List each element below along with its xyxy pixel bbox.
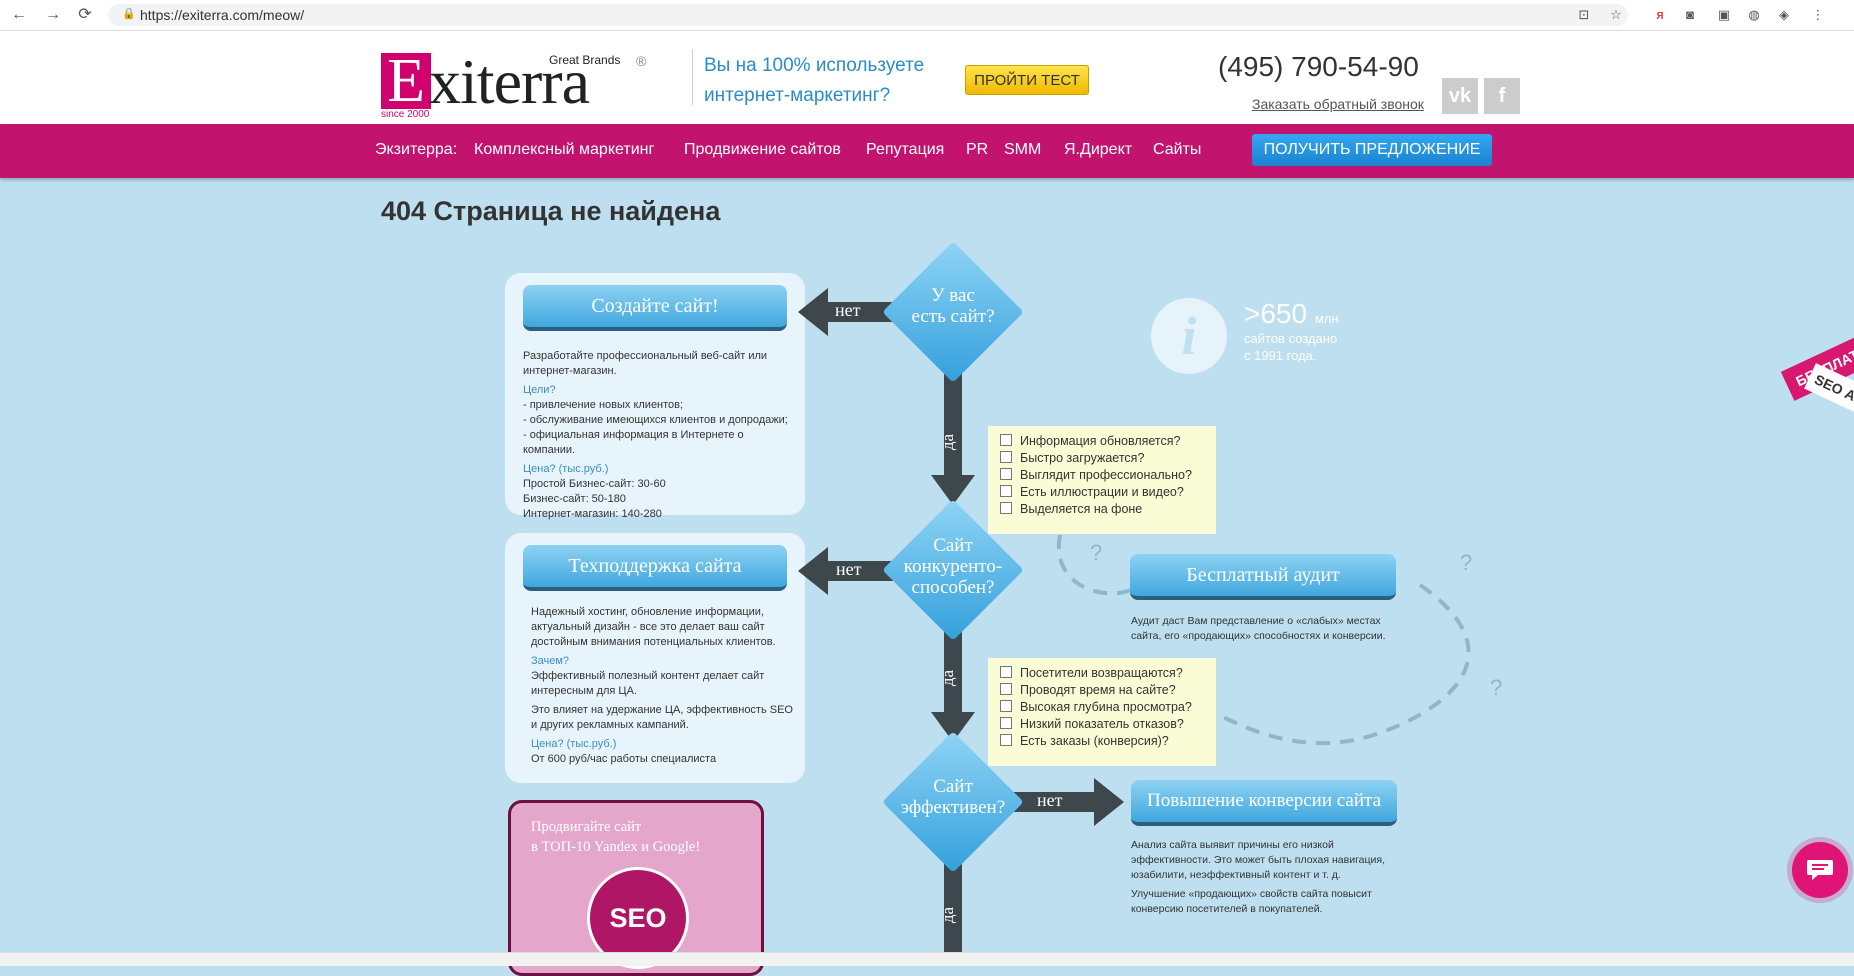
seo-promo-card[interactable]: Продвигайте сайт в ТОП-10 Yandex и Googl…	[508, 800, 764, 976]
flow-arrow-down	[944, 360, 962, 480]
support-text: Надежный хостинг, обновление информации,…	[531, 606, 793, 765]
url-text: https://exiterra.com/meow/	[140, 7, 305, 23]
header-divider	[692, 49, 693, 105]
chat-bubble-icon	[1807, 860, 1833, 880]
yes-label: да	[938, 669, 958, 687]
translate-icon[interactable]: ⊡	[1578, 7, 1590, 22]
info-subtitle: сайтов создано с 1991 года.	[1244, 331, 1338, 363]
no-label: нет	[836, 559, 862, 579]
checkbox[interactable]	[1000, 502, 1012, 514]
address-bar[interactable]: 🔒 https://exiterra.com/meow/	[108, 4, 1628, 26]
seo-promo-text: Продвигайте сайт в ТОП-10 Yandex и Googl…	[531, 819, 701, 855]
horizontal-scrollbar[interactable]	[0, 952, 1854, 966]
yes-label: да	[938, 906, 958, 924]
header-tagline[interactable]: Вы на 100% используете интернет-маркетин…	[704, 55, 925, 106]
question-mark: ?	[1090, 540, 1102, 565]
menu-item-sites[interactable]: Сайты	[1153, 141, 1202, 158]
menu-item-pr[interactable]: PR	[966, 141, 989, 158]
menu-label: Экзитерра:	[375, 141, 458, 158]
forward-icon[interactable]: →	[45, 6, 61, 23]
support-button[interactable]: Техподдержка сайта	[523, 545, 787, 591]
browser-toolbar: ← → ⟳ 🔒 https://exiterra.com/meow/ ⊡ ☆ я…	[0, 0, 1854, 31]
no-label: нет	[835, 300, 861, 320]
lock-icon: 🔒	[122, 8, 136, 20]
logo-since: since 2000	[381, 109, 430, 120]
vk-icon[interactable]: vk	[1442, 78, 1478, 114]
logo-great-brands: Great Brands	[549, 53, 621, 67]
menu-item-direct[interactable]: Я.Директ	[1064, 141, 1133, 158]
conversion-button[interactable]: Повышение конверсии сайта	[1131, 780, 1397, 826]
checkbox[interactable]	[1000, 434, 1012, 446]
menu-item-complex-marketing[interactable]: Комплексный маркетинг	[474, 141, 655, 158]
checkbox[interactable]	[1000, 666, 1012, 678]
goals-title: Цели?	[523, 384, 556, 396]
phone-number: (495) 790-54-90	[1218, 51, 1419, 82]
question-mark: ?	[1490, 675, 1502, 700]
conversion-text: Анализ сайта выявит причины его низкой э…	[1131, 839, 1385, 915]
facebook-icon[interactable]: f	[1484, 78, 1520, 114]
free-audit-button[interactable]: Бесплатный аудит	[1130, 554, 1396, 600]
question-competitive: Сайт конкуренто- способен?	[903, 535, 1003, 598]
flow-arrow-down	[944, 615, 962, 715]
checkbox[interactable]	[1000, 734, 1012, 746]
reload-icon[interactable]: ⟳	[78, 6, 92, 23]
menu-item-smm[interactable]: SMM	[1004, 141, 1042, 158]
checkbox[interactable]	[1000, 468, 1012, 480]
star-icon[interactable]: ☆	[1610, 7, 1622, 22]
take-test-button[interactable]: ПРОЙТИ ТЕСТ	[965, 65, 1089, 95]
site-header: E xiterra Great Brands ® since 2000 Вы н…	[0, 31, 1854, 124]
info-icon: i	[1151, 298, 1227, 374]
checkbox[interactable]	[1000, 700, 1012, 712]
flow-arrow-right	[1012, 792, 1108, 812]
flow-arrowhead	[798, 547, 828, 595]
yandex-icon[interactable]: я	[1656, 7, 1664, 22]
flow-arrowhead	[798, 288, 828, 336]
menu-item-reputation[interactable]: Репутация	[866, 141, 945, 158]
page-title: 404 Страница не найдена	[381, 196, 721, 226]
exiterra-logo[interactable]: E xiterra Great Brands ® since 2000	[381, 46, 651, 123]
menu-item-promotion[interactable]: Продвижение сайтов	[684, 141, 841, 158]
checklist-effective: Посетители возвращаются? Проводят время …	[988, 658, 1216, 766]
checkbox[interactable]	[1000, 485, 1012, 497]
flow-arrow-left	[826, 302, 896, 322]
chat-icon[interactable]	[1792, 842, 1848, 898]
create-site-text: Разработайте профессиональный веб-сайт и…	[523, 349, 793, 522]
question-effective: Сайт эффективен?	[900, 776, 1006, 818]
audit-text: Аудит даст Вам представление о «слабых» …	[1131, 615, 1386, 642]
extension-icon[interactable]: ◍	[1748, 7, 1760, 22]
logo-text: xiterra	[429, 46, 590, 117]
yes-label: да	[938, 433, 958, 451]
extension-off-icon[interactable]: ▣	[1717, 7, 1731, 22]
question-has-site: У вас есть сайт?	[911, 285, 995, 327]
create-site-card: Создайте сайт! Разработайте профессионал…	[505, 273, 805, 520]
flow-arrow-left	[826, 561, 896, 581]
price-title: Цена? (тыс.руб.)	[523, 463, 609, 475]
dashed-curves: ? ? ?	[1056, 534, 1502, 746]
checkbox[interactable]	[1000, 717, 1012, 729]
info-number: >650 млн	[1244, 298, 1339, 329]
no-label: нет	[1037, 790, 1063, 810]
flow-arrowhead	[1094, 778, 1124, 826]
checkbox[interactable]	[1000, 451, 1012, 463]
get-offer-button[interactable]: ПОЛУЧИТЬ ПРЕДЛОЖЕНИЕ	[1252, 134, 1492, 166]
checklist-competitive: Информация обновляется? Быстро загружает…	[988, 426, 1216, 534]
back-icon[interactable]: ←	[11, 6, 27, 23]
pocket-icon[interactable]: ◙	[1686, 7, 1694, 22]
main-menu: Экзитерра: Комплексный маркетинг Продвиж…	[0, 124, 1854, 178]
logo-letter: E	[381, 50, 431, 112]
create-site-button[interactable]: Создайте сайт!	[523, 285, 787, 331]
checkbox[interactable]	[1000, 683, 1012, 695]
support-card: Техподдержка сайта Надежный хостинг, обн…	[505, 533, 805, 783]
flow-arrow-down	[944, 855, 962, 955]
shield-icon[interactable]: ◈	[1779, 7, 1789, 22]
menu-icon[interactable]: ⋮	[1811, 7, 1825, 22]
callback-link[interactable]: Заказать обратный звонок	[1252, 96, 1424, 112]
logo-registered: ®	[636, 53, 647, 69]
question-mark: ?	[1460, 550, 1472, 575]
